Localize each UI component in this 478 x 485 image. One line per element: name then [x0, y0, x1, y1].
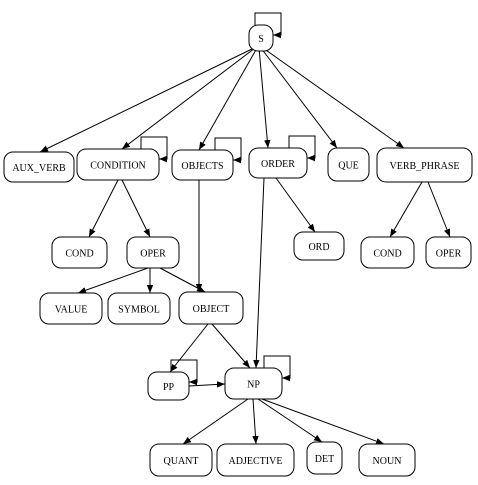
node-det: DET	[306, 441, 343, 475]
node-label-object: OBJECT	[193, 304, 230, 315]
edge-order-to-ord	[275, 177, 316, 233]
node-oper-1: OPER	[126, 236, 180, 269]
node-value: VALUE	[39, 292, 103, 325]
node-box-oper-2	[425, 236, 472, 269]
self-loop-order	[288, 135, 316, 162]
node-box-s	[248, 24, 274, 52]
node-box-order	[248, 147, 308, 179]
edge-condition-to-cond-1	[88, 179, 119, 238]
edge-verb-phrase-to-oper-2	[427, 181, 451, 238]
node-adjective: ADJECTIVE	[216, 443, 295, 477]
edge-pp-to-np	[188, 381, 226, 388]
node-box-noun	[358, 443, 416, 477]
node-object: OBJECT	[178, 291, 244, 325]
node-label-que: QUE	[338, 161, 359, 172]
node-label-symbol: SYMBOL	[118, 305, 160, 316]
node-box-condition	[76, 148, 160, 181]
node-box-cond-2	[360, 236, 415, 269]
node-box-cond-1	[51, 236, 108, 269]
node-box-ord	[293, 231, 345, 261]
node-box-verb-phrase	[376, 147, 473, 183]
node-label-order: ORDER	[261, 159, 295, 170]
node-box-objects	[171, 149, 234, 181]
node-box-det	[306, 441, 343, 475]
node-cond-2: COND	[360, 236, 415, 269]
self-loop-objects	[214, 137, 242, 164]
node-box-que	[327, 147, 370, 182]
node-label-value: VALUE	[55, 305, 88, 316]
node-label-condition: CONDITION	[90, 161, 146, 172]
node-s: S	[248, 24, 274, 52]
node-box-aux-verb	[3, 151, 75, 183]
node-que: QUE	[327, 147, 370, 182]
node-label-cond-1: COND	[65, 249, 93, 260]
self-loops-layer	[140, 12, 316, 386]
node-aux-verb: AUX_VERB	[3, 151, 75, 183]
edge-order-to-np	[253, 177, 265, 369]
node-box-symbol	[107, 292, 171, 325]
node-box-quant	[149, 443, 213, 477]
nodes-layer: S AUX_VERB CONDITION OBJECTS ORDER QUE VERB_PH…	[3, 24, 473, 477]
edge-oper-1-to-object	[159, 267, 206, 293]
node-objects: OBJECTS	[171, 149, 234, 181]
node-box-oper-1	[126, 236, 180, 269]
node-label-s: S	[258, 34, 264, 45]
node-oper-2: OPER	[425, 236, 472, 269]
edge-object-to-np	[211, 323, 251, 369]
node-quant: QUANT	[149, 443, 213, 477]
node-label-cond-2: COND	[373, 249, 401, 260]
node-noun: NOUN	[358, 443, 416, 477]
node-label-aux-verb: AUX_VERB	[12, 163, 66, 174]
self-loop-condition	[140, 136, 168, 163]
edge-s-to-condition	[121, 47, 256, 150]
node-label-noun: NOUN	[373, 456, 402, 467]
node-label-quant: QUANT	[164, 456, 199, 467]
edge-oper-1-to-value	[77, 267, 149, 294]
edge-np-to-det	[257, 398, 323, 443]
node-verb-phrase: VERB_PHRASE	[376, 147, 473, 183]
node-box-value	[39, 292, 103, 325]
edge-s-to-que	[260, 47, 338, 149]
node-box-adjective	[216, 443, 295, 477]
node-label-adjective: ADJECTIVE	[229, 456, 283, 467]
edge-condition-to-oper-1	[121, 179, 151, 238]
edge-s-to-verb-phrase	[262, 47, 405, 149]
self-loop-s	[254, 12, 282, 39]
edge-s-to-aux-verb	[39, 47, 255, 153]
node-box-pp	[147, 371, 190, 401]
edge-object-to-pp	[169, 323, 209, 373]
node-box-np	[224, 367, 283, 400]
node-condition: CONDITION	[76, 148, 160, 181]
edge-verb-phrase-to-cond-2	[389, 181, 423, 238]
node-order: ORDER	[248, 147, 308, 179]
node-label-ord: ORD	[308, 242, 329, 253]
self-loop-np	[263, 355, 291, 382]
node-label-np: NP	[247, 380, 260, 391]
node-box-object	[178, 291, 244, 325]
node-label-pp: PP	[163, 382, 175, 393]
edge-s-to-objects	[198, 47, 258, 151]
node-label-verb-phrase: VERB_PHRASE	[389, 161, 459, 172]
node-label-oper-2: OPER	[436, 249, 462, 260]
node-label-oper-1: OPER	[140, 249, 166, 260]
node-pp: PP	[147, 371, 190, 401]
node-ord: ORD	[293, 231, 345, 261]
edge-np-to-noun	[261, 398, 385, 445]
node-label-objects: OBJECTS	[181, 161, 223, 172]
edge-s-to-order	[258, 47, 271, 149]
edge-np-to-quant	[182, 398, 249, 445]
node-np: NP	[224, 367, 283, 400]
node-label-det: DET	[315, 454, 334, 465]
node-symbol: SYMBOL	[107, 292, 171, 325]
self-loop-pp	[170, 359, 198, 386]
node-cond-1: COND	[51, 236, 108, 269]
edges-layer	[39, 47, 451, 445]
edge-np-to-adjective	[252, 398, 259, 445]
